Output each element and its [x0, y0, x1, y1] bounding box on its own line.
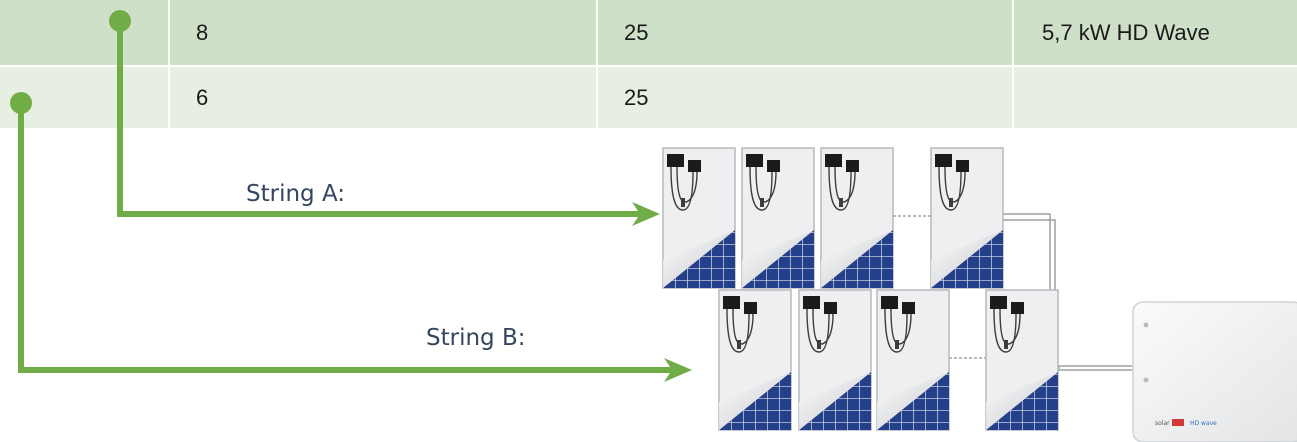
table-cell-r2-value: 25 [598, 67, 1012, 128]
string-value: 25 [624, 84, 649, 110]
table-cell-r2-inverter [1014, 67, 1297, 128]
inverter-model-badge: HD wave [1190, 420, 1217, 427]
string-value: 25 [624, 19, 649, 45]
string-b-connector [10, 92, 692, 382]
string-a-label: String A: [246, 181, 346, 207]
inverter-device: solar HD wave [1132, 301, 1297, 442]
inverter-brand: solar [1155, 420, 1170, 427]
brand-logo [1172, 419, 1184, 426]
string-b-label: String B: [426, 325, 526, 351]
table-cell-inverter: 5,7 kW HD Wave [1014, 0, 1297, 65]
table-cell-r2-modules: 6 [170, 67, 596, 128]
table-cell-r1-value: 25 [598, 0, 1012, 65]
string-b-panels [718, 289, 1059, 431]
modules-count: 6 [196, 84, 209, 110]
modules-count: 8 [196, 19, 209, 45]
table-cell-r1-modules: 8 [170, 0, 596, 65]
string-a-connector [109, 10, 660, 226]
inverter-model: 5,7 kW HD Wave [1042, 19, 1210, 45]
table-cell-r1-c1 [0, 0, 168, 65]
string-a-panels [662, 147, 1004, 289]
